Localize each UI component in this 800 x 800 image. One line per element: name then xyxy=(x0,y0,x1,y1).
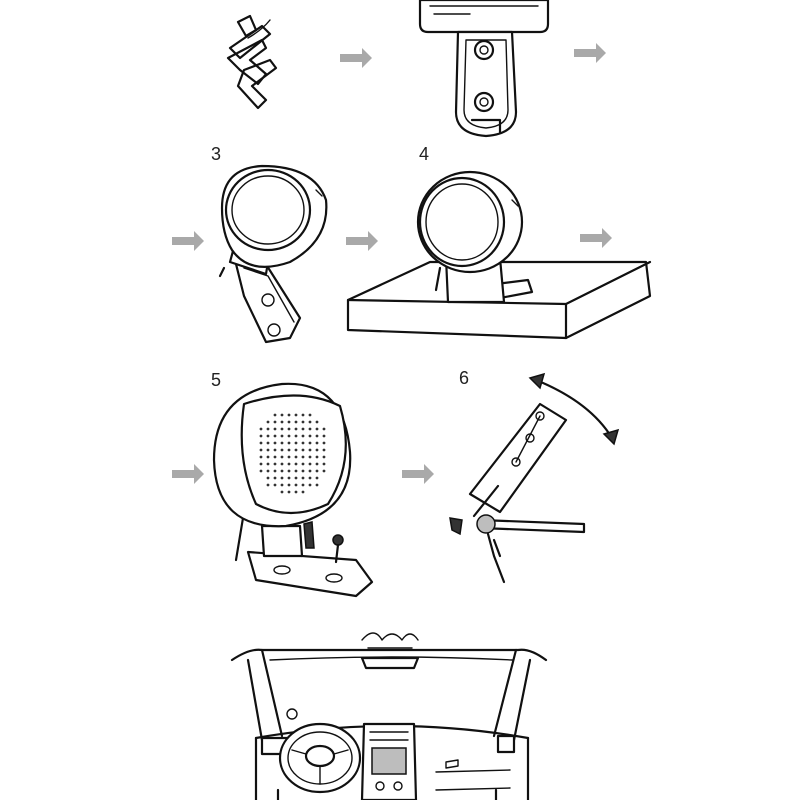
flow-arrow xyxy=(580,228,612,248)
speaker-grill xyxy=(259,413,326,494)
step-1-clip-illustration xyxy=(226,14,278,110)
step-3-device-illustration xyxy=(218,164,328,344)
step-4-device-on-surface-illustration xyxy=(346,170,652,340)
step-number-5: 5 xyxy=(211,370,221,390)
flow-arrow xyxy=(574,43,606,63)
step-5-speaker-illustration xyxy=(212,382,374,598)
flow-arrow xyxy=(340,48,372,68)
flow-arrow xyxy=(402,464,434,484)
step-number-6: 6 xyxy=(459,368,469,388)
flow-arrow xyxy=(172,464,204,484)
step-number-3: 3 xyxy=(211,144,221,164)
flow-arrow xyxy=(172,231,204,251)
step-number-4: 4 xyxy=(419,144,429,164)
step-6-angle-adjust-illustration xyxy=(449,372,620,584)
step-2-mount-illustration xyxy=(418,0,550,138)
flow-arrow xyxy=(346,231,378,251)
car-interior-illustration xyxy=(230,632,548,800)
